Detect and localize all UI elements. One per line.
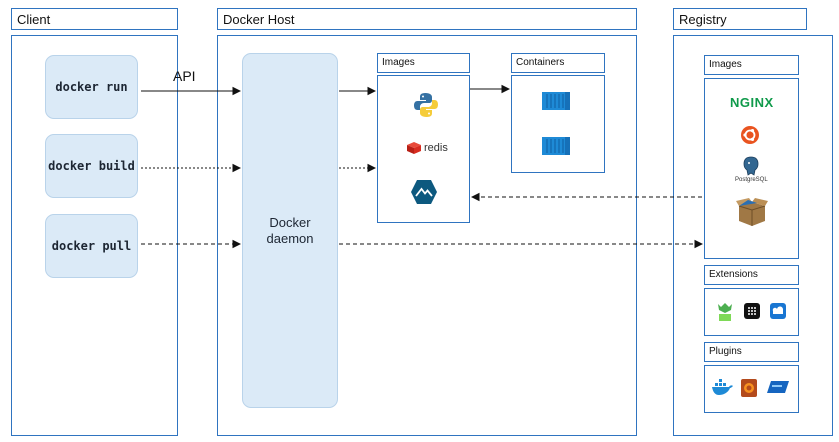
postgresql-icon: [743, 156, 759, 176]
python-icon: [414, 93, 438, 117]
plugins-title: Plugins: [704, 342, 799, 362]
grafana-plugin-icon: [741, 379, 757, 397]
package-box-icon: [736, 198, 768, 226]
container-icon: [542, 137, 570, 155]
daemon-label-line1: Docker: [269, 214, 311, 230]
containers-box: [511, 75, 605, 173]
docker-daemon[interactable]: Docker daemon: [242, 53, 338, 408]
storage-plugin-icon: [767, 381, 789, 393]
docker-host-title: Docker Host: [217, 8, 637, 30]
ubuntu-icon: [741, 126, 759, 144]
docker-build-command[interactable]: docker build: [45, 134, 138, 198]
docker-run-command[interactable]: docker run: [45, 55, 138, 119]
docker-whale-icon: [712, 379, 733, 395]
client-title: Client: [11, 8, 178, 30]
cloud-extension-icon: [770, 303, 786, 319]
container-icon: [542, 92, 570, 110]
registry-title: Registry: [673, 8, 807, 30]
daemon-label-line2: daemon: [266, 230, 314, 246]
extensions-title: Extensions: [704, 265, 799, 285]
api-label: API: [173, 68, 196, 84]
postgresql-label: PostgreSQL: [735, 177, 768, 183]
alpine-icon: [411, 180, 437, 204]
registry-images-title: Images: [704, 55, 799, 75]
redis-icon: [407, 142, 421, 154]
redis-label: redis: [424, 142, 448, 154]
host-images-title: Images: [377, 53, 470, 73]
nginx-logo: NGINX: [730, 95, 774, 110]
grid-extension-icon: [744, 303, 760, 319]
containers-title: Containers: [511, 53, 605, 73]
frog-extension-icon: [718, 303, 732, 321]
docker-pull-command[interactable]: docker pull: [45, 214, 138, 278]
